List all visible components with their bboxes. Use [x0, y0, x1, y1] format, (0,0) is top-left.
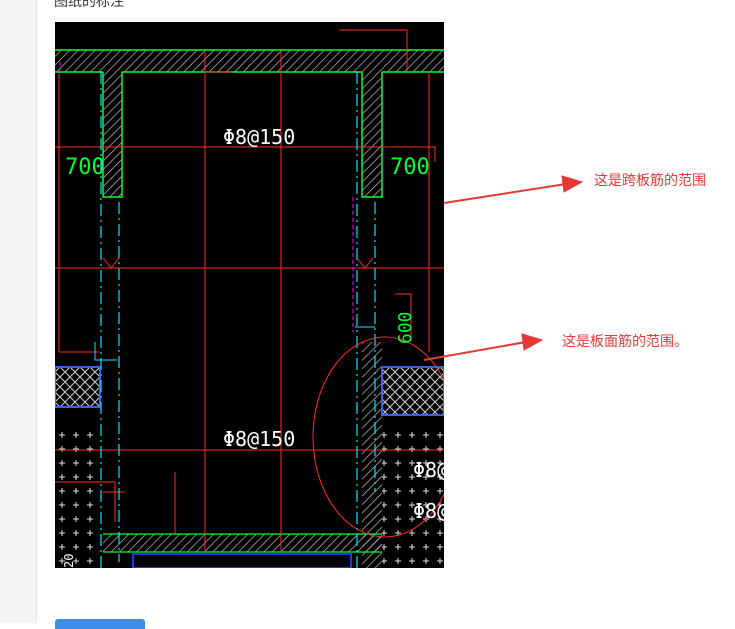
left-cross-zone [55, 367, 100, 407]
rebar-label-top: Φ8@150 [223, 125, 295, 149]
axis-lines [100, 72, 376, 568]
rebar-label-side-1: Φ8@ [413, 458, 444, 482]
right-plus-zone [382, 427, 444, 568]
rebar-lines [55, 29, 444, 552]
cad-drawing-svg: 700 700 600 Φ8@150 Φ8@150 Φ8@ Φ8@ 20 [55, 29, 444, 568]
submit-button[interactable] [55, 619, 145, 629]
right-wall-hatch [362, 72, 382, 197]
bottom-wall-outline [103, 533, 382, 553]
left-plus-zone [55, 430, 100, 568]
dim-600: 600 [395, 311, 416, 344]
right-lower-wall-hatch [362, 342, 382, 568]
left-cross-zone-border [55, 366, 101, 408]
arrow-head-span [561, 175, 584, 193]
arrow-head-face [521, 333, 544, 351]
dim-700-right: 700 [390, 155, 430, 180]
post-heading-cut: 图纸的标注 [54, 0, 124, 10]
right-wall-outline [361, 72, 383, 198]
rebar-label-mid: Φ8@150 [223, 427, 295, 451]
rebar-label-side-2: Φ8@ [413, 499, 444, 523]
right-cross-zone-border [381, 366, 444, 416]
edge-mark: 20 [62, 554, 76, 568]
bottom-blue-zone [132, 553, 352, 568]
left-sidebar-strip [0, 0, 37, 623]
magenta-lines [59, 62, 354, 332]
top-wall-outline [55, 49, 444, 73]
left-wall-outline [102, 72, 123, 198]
face-rebar-annotation: 这是板面筋的范围。 [562, 334, 688, 350]
span-rebar-annotation: 这是跨板筋的范围 [594, 173, 706, 189]
right-cross-zone [382, 367, 444, 415]
dim-700-left: 700 [65, 155, 105, 180]
axis-brackets [94, 326, 375, 361]
bottom-wall-hatch [103, 534, 382, 552]
axis-arrow-marks [102, 257, 374, 269]
left-wall-hatch [103, 72, 122, 197]
face-rebar-ellipse [312, 336, 444, 538]
cad-drawing-image: 700 700 600 Φ8@150 Φ8@150 Φ8@ Φ8@ 20 [55, 22, 444, 568]
arrow-line-span [443, 183, 567, 204]
top-wall-hatch [55, 50, 444, 72]
